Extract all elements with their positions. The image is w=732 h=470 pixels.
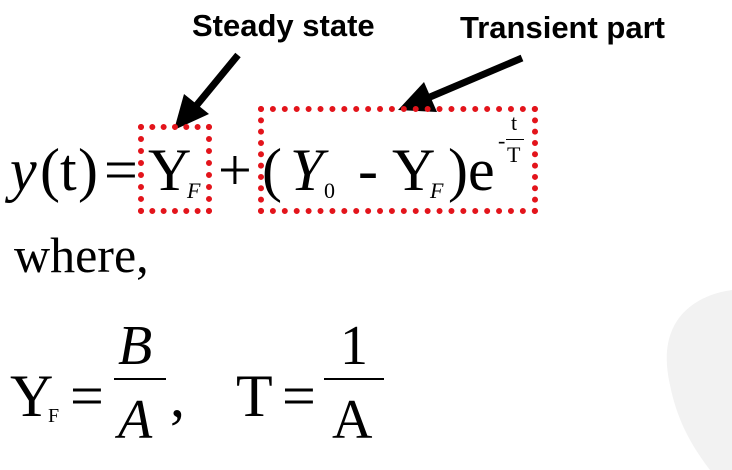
eq-t: t [60,137,77,203]
eq-minus: - [358,137,378,203]
eq-exp-num: t [511,110,518,135]
def-A1: A [118,389,153,451]
eq-paren-open: ( [262,137,282,203]
steady-state-arrow [174,52,241,130]
eq-y: y [10,137,37,203]
def-comma: , [170,363,185,429]
where-text: where, [14,227,149,283]
def-YF-sub: F [48,405,60,427]
steady-state-label: Steady state [192,8,375,43]
transient-part-arrow [398,54,524,112]
def-YF-Y: Y [10,363,54,429]
eq-YF2-Y: Y [392,137,436,203]
transient-part-label: Transient part [460,10,665,45]
eq-plus: + [218,137,252,203]
def-eq2: = [282,363,316,429]
steady-state-box [138,124,212,214]
eq-paren-close: ) [448,137,468,203]
eq-Y0-sub: 0 [324,178,335,203]
watermark-shape [666,290,732,470]
eq-YF-sub: F [187,178,201,203]
eq-YF2-sub: F [430,178,444,203]
def-fraction-bar-1 [114,378,166,380]
def-fraction-bar-2 [324,378,384,380]
eq-Y0-Y: Y [290,137,324,203]
eq-paren-open-t: ( [40,137,60,203]
eq-exp-fraction-bar [506,139,524,140]
transient-part-box [258,106,538,214]
eq-exp-den: T [507,142,521,167]
eq-e: e [468,137,495,203]
def-one: 1 [340,315,368,377]
eq-YF-Y: Y [148,137,192,203]
def-B: B [118,315,153,377]
eq-exp-minus: - [498,128,506,153]
eq-paren-close-t: ) [78,137,98,203]
def-T: T [236,363,273,429]
def-eq1: = [70,363,104,429]
def-A2: A [332,389,373,451]
eq-equals: = [104,137,138,203]
